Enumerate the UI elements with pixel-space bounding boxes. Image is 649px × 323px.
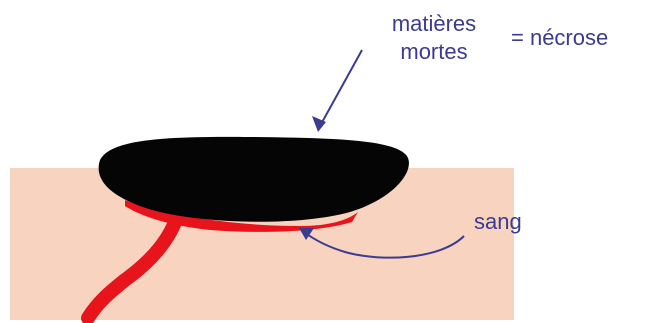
dead-matter-label-line2: mortes xyxy=(375,38,493,66)
dead-matter-label: matières mortes xyxy=(375,10,493,66)
dead-matter-label-line1: matières xyxy=(375,10,493,38)
arrow-necrosis-line xyxy=(320,50,362,126)
necrosis-label: = nécrose xyxy=(511,24,608,52)
blood-label: sang xyxy=(474,208,522,236)
